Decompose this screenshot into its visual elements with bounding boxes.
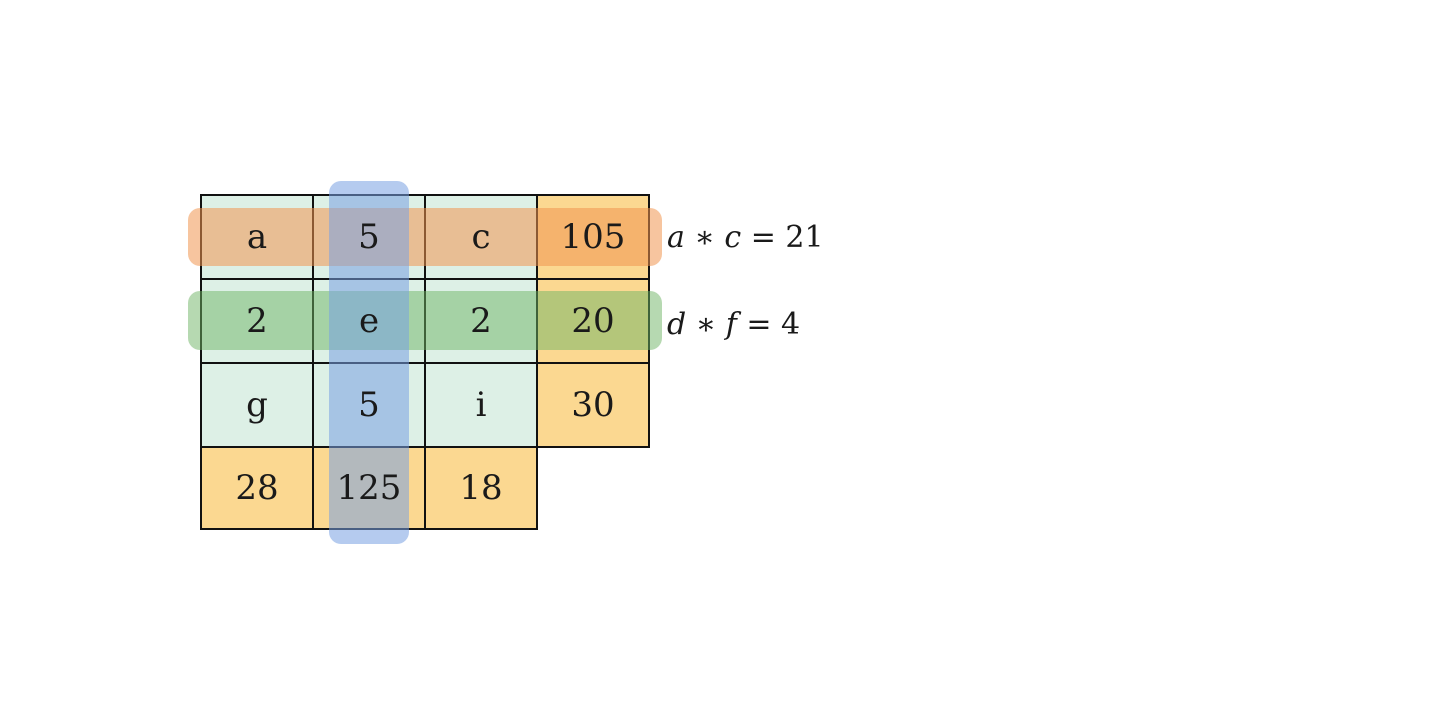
cell-r1-c2: 5	[312, 194, 426, 280]
cell-r1-sum-text: 105	[560, 217, 626, 257]
cell-r2-sum: 20	[536, 278, 650, 364]
cell-r2-c3-text: 2	[470, 301, 492, 341]
equation-1-left: a	[667, 220, 685, 255]
cell-r1-c3-text: c	[471, 217, 491, 257]
equation-2-operator: ∗	[695, 307, 717, 342]
cell-r2-c1: 2	[200, 278, 314, 364]
cell-c2-sum: 125	[312, 446, 426, 530]
cell-r3-c2-text: 5	[358, 385, 380, 425]
equation-1-right: c	[724, 220, 742, 255]
cell-r2-c1-text: 2	[246, 301, 268, 341]
cell-r2-sum-text: 20	[571, 301, 615, 341]
equation-1-result: = 21	[750, 220, 824, 255]
cell-r3-c1: g	[200, 362, 314, 448]
cell-c1-sum: 28	[200, 446, 314, 530]
equation-row-2: d ∗ f = 4	[667, 307, 800, 342]
cell-r1-c3: c	[424, 194, 538, 280]
cell-r3-c1-text: g	[246, 385, 268, 425]
cell-r3-c3: i	[424, 362, 538, 448]
cell-c1-sum-text: 28	[235, 468, 279, 508]
equation-2-result: = 4	[746, 307, 801, 342]
cell-r3-c3-text: i	[475, 385, 487, 425]
equation-1-operator: ∗	[694, 220, 715, 255]
cell-r2-c2: e	[312, 278, 426, 364]
cell-c3-sum-text: 18	[459, 468, 503, 508]
cell-r3-sum-text: 30	[571, 385, 615, 425]
cell-r2-c2-text: e	[358, 301, 380, 341]
equation-2-right: f	[725, 307, 737, 342]
cell-r1-c1-text: a	[246, 217, 268, 257]
cell-r1-c2-text: 5	[358, 217, 380, 257]
cell-r2-c3: 2	[424, 278, 538, 364]
cell-r1-c1: a	[200, 194, 314, 280]
cell-r1-sum: 105	[536, 194, 650, 280]
equation-row-1: a ∗ c = 21	[667, 220, 824, 255]
cell-c3-sum: 18	[424, 446, 538, 530]
cell-c2-sum-text: 125	[336, 468, 402, 508]
equation-2-left: d	[667, 307, 687, 342]
cell-r3-sum: 30	[536, 362, 650, 448]
cell-r3-c2: 5	[312, 362, 426, 448]
